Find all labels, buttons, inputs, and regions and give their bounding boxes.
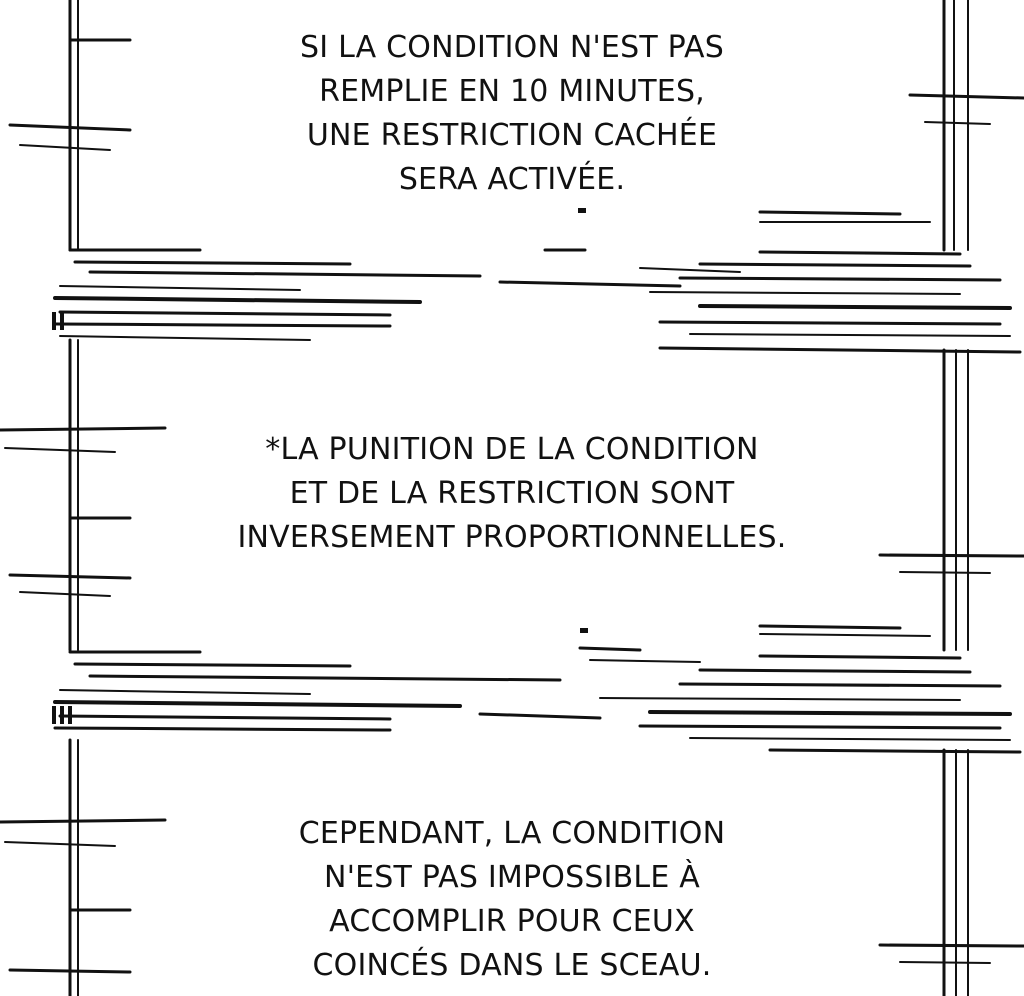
caption-line: ET DE LA RESTRICTION SONT: [289, 476, 735, 511]
caption-line: N'EST PAS IMPOSSIBLE À: [324, 860, 700, 895]
caption-line: *LA PUNITION DE LA CONDITION: [265, 432, 759, 467]
caption-panel-3: CEPENDANT, LA CONDITION N'EST PAS IMPOSS…: [140, 812, 884, 988]
caption-line: INVERSEMENT PROPORTIONNELLES.: [237, 520, 787, 555]
caption-line: UNE RESTRICTION CACHÉE: [306, 118, 718, 153]
caption-panel-2: *LA PUNITION DE LA CONDITION ET DE LA RE…: [140, 428, 884, 560]
caption-line: CEPENDANT, LA CONDITION: [298, 816, 726, 851]
caption-line: COINCÉS DANS LE SCEAU.: [312, 948, 712, 983]
caption-line: ACCOMPLIR POUR CEUX: [329, 904, 695, 939]
caption-line: SI LA CONDITION N'EST PAS: [300, 30, 724, 65]
caption-line: REMPLIE EN 10 MINUTES,: [319, 74, 705, 109]
caption-panel-1: SI LA CONDITION N'EST PAS REMPLIE EN 10 …: [140, 26, 884, 202]
caption-line: SERA ACTIVÉE.: [398, 162, 626, 197]
